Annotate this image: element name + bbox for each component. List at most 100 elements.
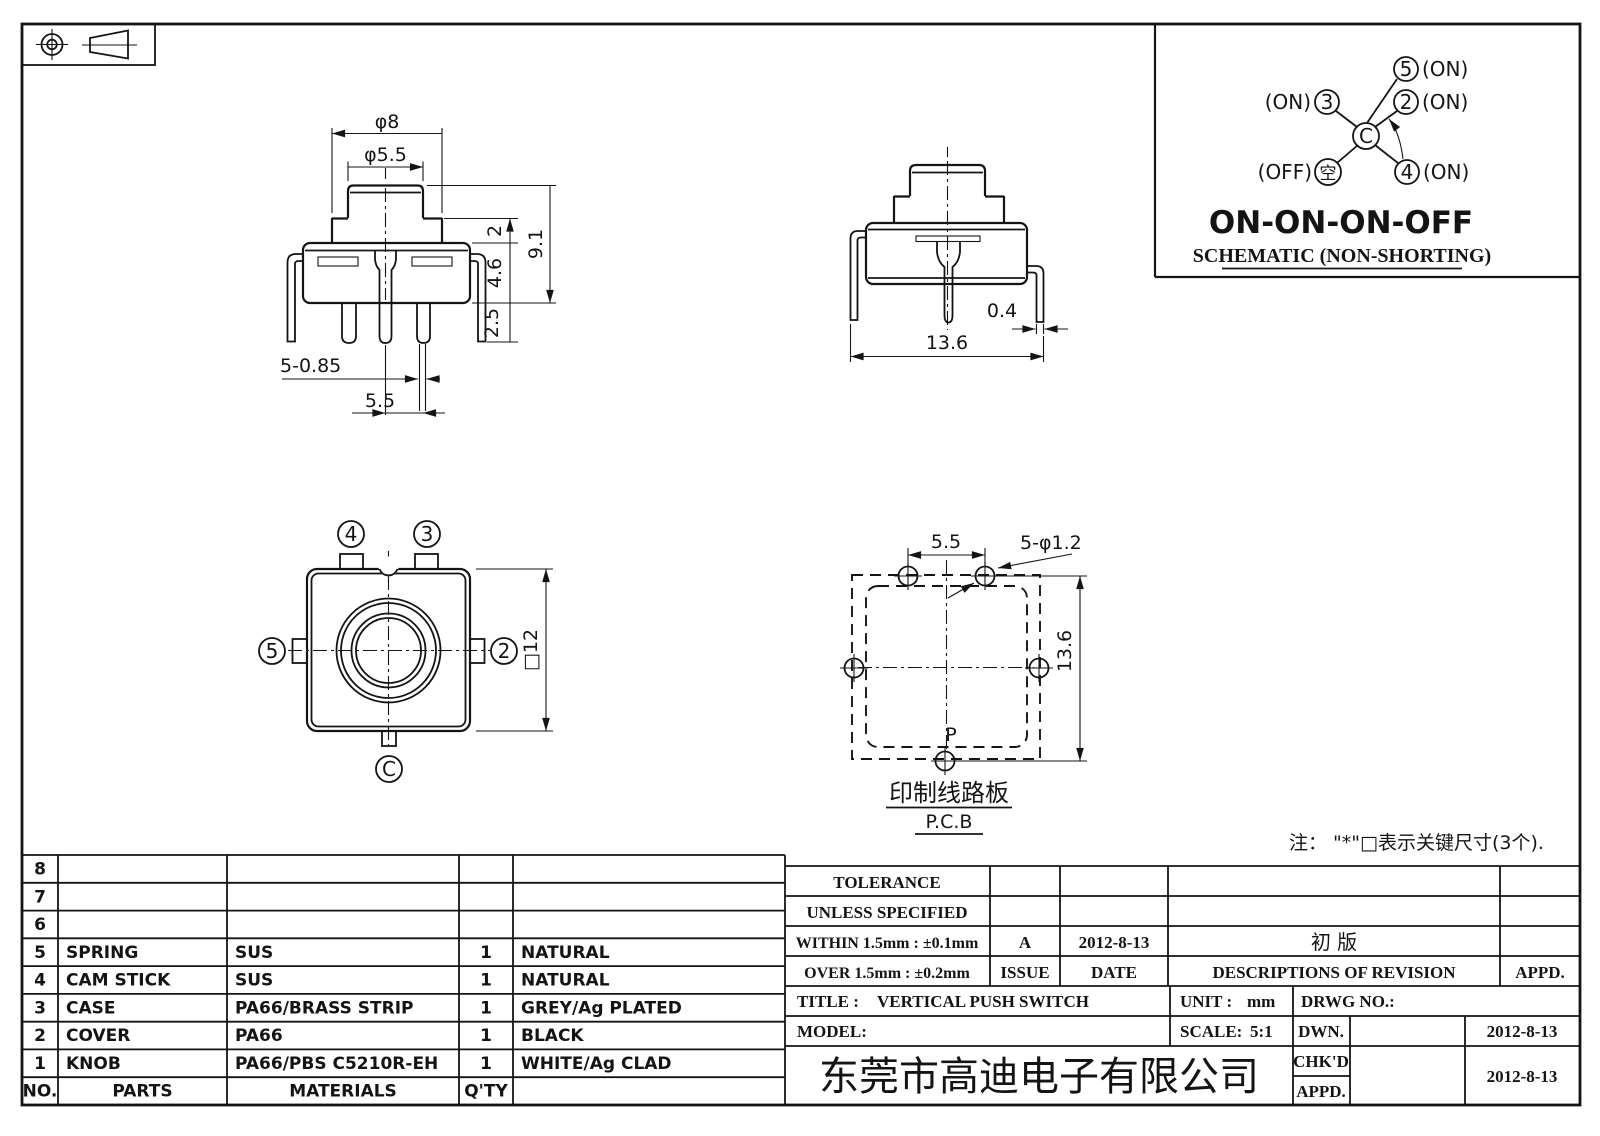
schematic-terminal-5: 5	[1400, 57, 1413, 81]
pcb-p-label: P	[945, 724, 956, 746]
title-block-grid	[785, 986, 1580, 1105]
row-no: 4	[34, 971, 46, 991]
front-dia-dim-lines	[332, 134, 442, 168]
row-qty: 1	[480, 943, 492, 963]
front-dim-phi5-5: φ5.5	[364, 144, 407, 166]
row-material: PA66/BRASS STRIP	[235, 998, 413, 1018]
parts-table-rows: 8 7 6 5 SPRING SUS 1 NATURAL 4 CAM STICK…	[23, 860, 682, 1102]
date-value: 2012-8-13	[1079, 933, 1150, 952]
pcb-dim-5-5: 5.5	[931, 531, 961, 553]
front-right-leg	[470, 253, 487, 343]
front-extension-lines	[331, 128, 556, 415]
drwg-no-label: DRWG NO.:	[1301, 992, 1395, 1011]
issue-label: ISSUE	[1000, 963, 1049, 982]
schematic-terminal-off: 空	[1320, 164, 1337, 184]
row-finish: WHITE/Ag CLAD	[521, 1054, 672, 1074]
top-terminal-2-label: 2	[498, 639, 511, 663]
tolerance-title: TOLERANCE	[833, 873, 940, 892]
side-cover	[892, 195, 1006, 223]
top-view: 4 3 5 2 C □12	[258, 520, 553, 783]
row-finish: GREY/Ag PLATED	[521, 998, 682, 1018]
unit-label: UNIT :	[1180, 992, 1232, 1011]
tolerance-within: WITHIN 1.5mm : ±0.1mm	[796, 935, 979, 952]
top-tab-2	[469, 638, 486, 664]
row-no: 6	[34, 915, 46, 935]
top-centerlines	[288, 551, 490, 748]
row-finish: NATURAL	[521, 943, 610, 963]
side-dim-13-6: 13.6	[926, 332, 968, 354]
schematic-contact-lines	[1335, 78, 1399, 164]
row-no: 3	[34, 998, 46, 1018]
model-label: MODEL:	[797, 1022, 867, 1041]
row-material: PA66/PBS C5210R-EH	[235, 1054, 438, 1074]
front-left-pin	[341, 303, 357, 344]
row-material: SUS	[235, 943, 273, 963]
header-qty: Q'TY	[464, 1082, 508, 1102]
top-terminal-4-label: 4	[345, 522, 358, 546]
title-block: TITLE : VERTICAL PUSH SWITCH UNIT : mm D…	[785, 986, 1580, 1105]
parts-table-grid	[22, 854, 786, 1105]
sheet-border	[20, 22, 1582, 1107]
header-parts: PARTS	[112, 1082, 172, 1102]
schematic-terminal-2: 2	[1400, 90, 1413, 114]
row-finish: NATURAL	[521, 971, 610, 991]
row-finish: BLACK	[521, 1026, 584, 1046]
top-dim-sq12: □12	[520, 629, 542, 671]
top-notch	[378, 568, 399, 577]
tolerance-grid	[785, 865, 1580, 987]
pcb-outline-inner	[865, 585, 1028, 748]
scale-value: 5:1	[1250, 1022, 1273, 1041]
pcb-dim-holes: 5-φ1.2	[1020, 532, 1082, 554]
schematic-state-4: (ON)	[1423, 160, 1469, 184]
front-dim-9-1: 9.1	[525, 229, 547, 259]
schematic-terminal-3: 3	[1321, 90, 1334, 114]
side-dim-0-4: 0.4	[987, 300, 1017, 322]
front-right-pin	[416, 303, 431, 344]
tolerance-subtitle: UNLESS SPECIFIED	[806, 903, 967, 922]
row-part: KNOB	[66, 1054, 121, 1074]
schematic-terminal-c: C	[1359, 124, 1373, 148]
chkd-label: CHK'D	[1293, 1052, 1349, 1071]
top-knob-circle	[350, 612, 427, 689]
row-part: CASE	[66, 998, 116, 1018]
side-center-pin	[936, 241, 961, 324]
row-qty: 1	[480, 998, 492, 1018]
revision-header: DESCRIPTIONS OF REVISION	[1212, 963, 1456, 982]
schematic-box: 5 (ON) 2 (ON) 3 (ON) C 空 (OFF) 4 (ON) ON…	[1153, 24, 1580, 279]
row-no: 8	[34, 860, 46, 880]
top-terminal-5-label: 5	[266, 639, 279, 663]
row-material: SUS	[235, 971, 273, 991]
appd-header: APPD.	[1515, 963, 1565, 982]
top-tab-c	[381, 730, 397, 747]
company-name: 东莞市高迪电子有限公司	[819, 1054, 1259, 1100]
row-qty: 1	[480, 971, 492, 991]
schematic-box-border	[1153, 24, 1580, 279]
scale-label: SCALE:	[1180, 1022, 1242, 1041]
schematic-terminal-4: 4	[1401, 160, 1414, 184]
schematic-subtitle: SCHEMATIC (NON-SHORTING)	[1193, 245, 1491, 267]
front-dim-pin-width: 5-0.85	[280, 355, 341, 377]
top-tab-5	[291, 638, 308, 664]
side-right-leg	[1027, 265, 1045, 323]
revision-description: 初 版	[1311, 930, 1357, 954]
header-no: NO.	[23, 1082, 58, 1102]
title-label: TITLE :	[797, 992, 859, 1011]
projection-symbol	[21, 23, 156, 66]
front-case	[301, 241, 472, 305]
title-value: VERTICAL PUSH SWITCH	[877, 992, 1089, 1011]
top-terminal-3-label: 3	[421, 522, 434, 546]
front-view: φ8 φ5.5 2 4.6 2.5 9.1 5-0.85 5.5	[280, 111, 556, 417]
row-part: COVER	[66, 1026, 130, 1046]
front-knob	[346, 184, 425, 218]
key-dimension-note: 注： "*"□表示关键尺寸(3个).	[1289, 832, 1544, 854]
front-center-pin	[374, 250, 397, 344]
side-case	[864, 221, 1029, 286]
side-left-leg	[849, 230, 866, 321]
top-tab-3	[414, 553, 439, 570]
tolerance-over: OVER 1.5mm : ±0.2mm	[804, 965, 970, 982]
front-dim-2: 2	[484, 225, 506, 237]
row-no: 2	[34, 1026, 46, 1046]
pcb-caption-cn: 印制线路板	[889, 779, 1009, 807]
